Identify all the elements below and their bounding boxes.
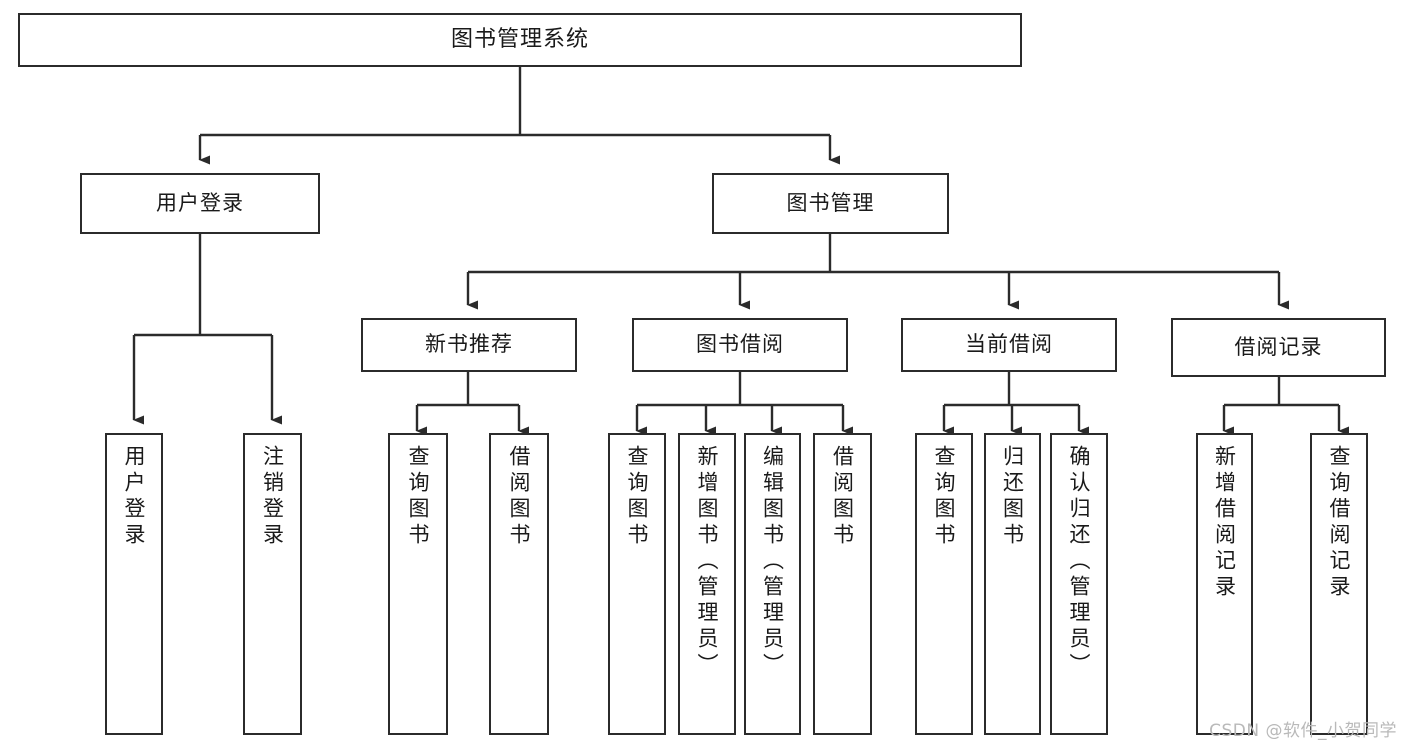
leaf-borrow-book-1-label: 借阅图书: [507, 445, 532, 549]
node-book-borrow-label: 图书借阅: [696, 332, 784, 357]
leaf-confirm-return[interactable]: 确认归还（管理员）: [1050, 433, 1108, 735]
leaf-borrow-book-2-label: 借阅图书: [830, 445, 855, 549]
node-book-manage[interactable]: 图书管理: [712, 173, 949, 234]
leaf-borrow-book-1[interactable]: 借阅图书: [489, 433, 549, 735]
node-book-manage-label: 图书管理: [786, 190, 875, 215]
node-root[interactable]: 图书管理系统: [18, 13, 1022, 67]
node-root-label: 图书管理系统: [450, 26, 589, 52]
leaf-query-book-1-label: 查询图书: [406, 445, 431, 549]
leaf-user-login-label: 用户登录: [122, 445, 147, 549]
node-new-book-recommend[interactable]: 新书推荐: [361, 318, 577, 372]
node-user-login[interactable]: 用户登录: [80, 173, 320, 234]
leaf-user-login[interactable]: 用户登录: [105, 433, 163, 735]
leaf-add-book[interactable]: 新增图书（管理员）: [678, 433, 736, 735]
leaf-query-record-label: 查询借阅记录: [1327, 445, 1352, 601]
node-borrow-record-label: 借阅记录: [1234, 334, 1323, 359]
leaf-edit-book[interactable]: 编辑图书（管理员）: [744, 433, 801, 735]
leaf-query-book-2[interactable]: 查询图书: [608, 433, 666, 735]
leaf-query-book-3-label: 查询图书: [932, 445, 957, 549]
watermark: CSDN @软件_小贺同学: [1209, 721, 1397, 741]
leaf-return-book-label: 归还图书: [1000, 445, 1025, 549]
leaf-logout-login[interactable]: 注销登录: [243, 433, 302, 735]
leaf-query-book-1[interactable]: 查询图书: [388, 433, 448, 735]
leaf-logout-login-label: 注销登录: [260, 445, 285, 549]
leaf-edit-book-label: 编辑图书（管理员）: [760, 445, 785, 679]
node-book-borrow[interactable]: 图书借阅: [632, 318, 848, 372]
leaf-add-record-label: 新增借阅记录: [1212, 445, 1237, 601]
leaf-query-record[interactable]: 查询借阅记录: [1310, 433, 1368, 735]
node-user-login-label: 用户登录: [156, 190, 244, 215]
node-current-borrow[interactable]: 当前借阅: [901, 318, 1117, 372]
node-borrow-record[interactable]: 借阅记录: [1171, 318, 1386, 377]
leaf-confirm-return-label: 确认归还（管理员）: [1067, 445, 1092, 679]
leaf-query-book-2-label: 查询图书: [625, 445, 650, 549]
leaf-borrow-book-2[interactable]: 借阅图书: [813, 433, 872, 735]
leaf-query-book-3[interactable]: 查询图书: [915, 433, 973, 735]
node-current-borrow-label: 当前借阅: [965, 332, 1053, 357]
node-new-book-recommend-label: 新书推荐: [425, 332, 513, 357]
leaf-return-book[interactable]: 归还图书: [984, 433, 1041, 735]
leaf-add-record[interactable]: 新增借阅记录: [1196, 433, 1253, 735]
leaf-add-book-label: 新增图书（管理员）: [695, 445, 720, 679]
